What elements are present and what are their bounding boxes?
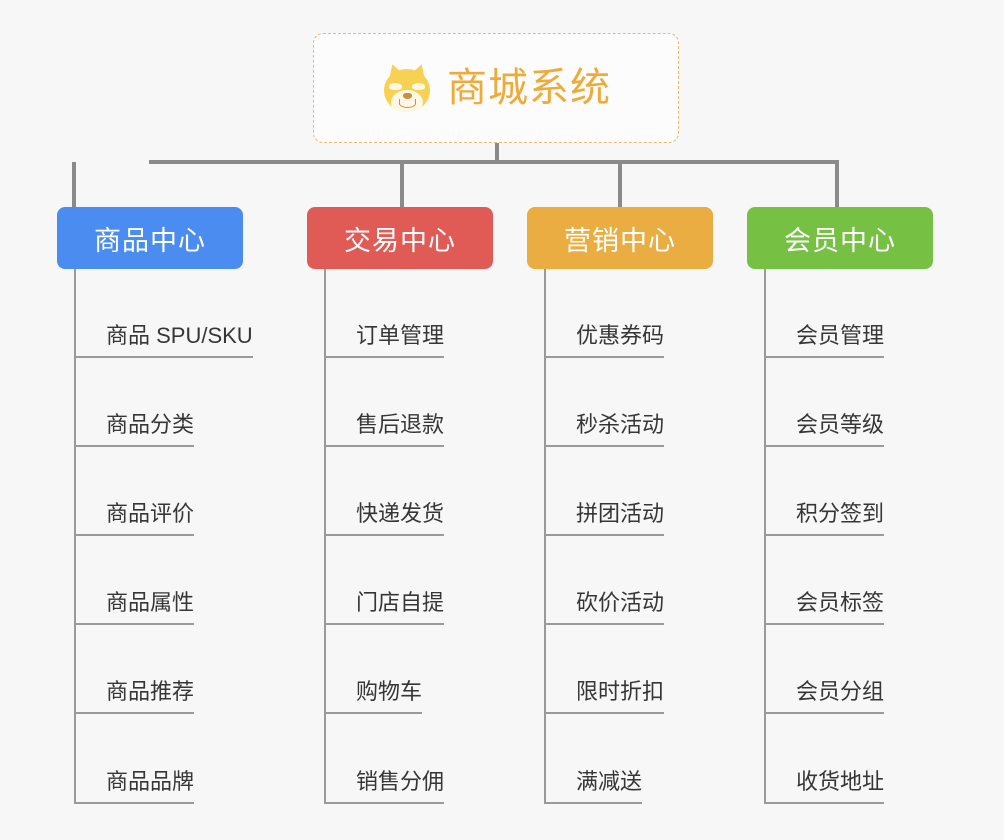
branch-column-product: 商品中心 商品 SPU/SKU 商品分类 商品评价 商品属性 商品推荐 商品品牌: [57, 207, 257, 804]
child-label: 购物车: [326, 681, 423, 714]
connector-drop-branch-3: [618, 162, 622, 207]
branch-children-product: 商品 SPU/SKU 商品分类 商品评价 商品属性 商品推荐 商品品牌: [74, 269, 257, 804]
child-item[interactable]: 商品推荐: [76, 625, 257, 714]
child-item[interactable]: 砍价活动: [546, 536, 727, 625]
child-label: 砍价活动: [546, 592, 665, 625]
root-title: 商城系统: [447, 66, 611, 110]
child-item[interactable]: 会员管理: [766, 269, 947, 358]
child-label: 订单管理: [326, 325, 445, 358]
child-label: 会员分组: [766, 681, 885, 714]
child-label: 门店自提: [326, 592, 445, 625]
connector-horizontal-bus: [149, 160, 839, 164]
child-item[interactable]: 满减送: [546, 714, 727, 804]
child-item[interactable]: 商品品牌: [76, 714, 257, 804]
child-label: 会员等级: [766, 414, 885, 447]
child-item[interactable]: 限时折扣: [546, 625, 727, 714]
shiba-inu-dog-face-icon: [381, 61, 433, 114]
child-item[interactable]: 门店自提: [326, 536, 507, 625]
root-node[interactable]: 商城系统: [313, 33, 679, 143]
child-item[interactable]: 购物车: [326, 625, 507, 714]
child-item[interactable]: 积分签到: [766, 447, 947, 536]
branch-header-marketing[interactable]: 营销中心: [527, 207, 713, 269]
child-item[interactable]: 销售分佣: [326, 714, 507, 804]
branch-header-product[interactable]: 商品中心: [57, 207, 243, 269]
child-item[interactable]: 会员标签: [766, 536, 947, 625]
child-label: 收货地址: [766, 771, 885, 804]
connector-drop-branch-4: [835, 162, 839, 207]
branch-children-marketing: 优惠券码 秒杀活动 拼团活动 砍价活动 限时折扣 满减送: [544, 269, 727, 804]
child-label: 优惠券码: [546, 325, 665, 358]
child-item[interactable]: 订单管理: [326, 269, 507, 358]
child-item[interactable]: 商品 SPU/SKU: [76, 269, 257, 358]
child-label: 销售分佣: [326, 771, 445, 804]
branch-header-label: 商品中心: [94, 225, 206, 256]
child-label: 满减送: [546, 771, 643, 804]
child-label: 售后退款: [326, 414, 445, 447]
child-label: 会员标签: [766, 592, 885, 625]
child-item[interactable]: 会员分组: [766, 625, 947, 714]
child-label: 秒杀活动: [546, 414, 665, 447]
child-label: 商品推荐: [76, 681, 195, 714]
child-item[interactable]: 收货地址: [766, 714, 947, 804]
child-item[interactable]: 快递发货: [326, 447, 507, 536]
child-item[interactable]: 商品评价: [76, 447, 257, 536]
child-label: 积分签到: [766, 503, 885, 536]
child-label: 拼团活动: [546, 503, 665, 536]
child-label: 会员管理: [766, 325, 885, 358]
branch-header-trade[interactable]: 交易中心: [307, 207, 493, 269]
child-item[interactable]: 售后退款: [326, 358, 507, 447]
child-label: 商品品牌: [76, 771, 195, 804]
connector-root-stem: [495, 143, 499, 162]
branch-children-member: 会员管理 会员等级 积分签到 会员标签 会员分组 收货地址: [764, 269, 947, 804]
branch-children-trade: 订单管理 售后退款 快递发货 门店自提 购物车 销售分佣: [324, 269, 507, 804]
child-label: 商品分类: [76, 414, 195, 447]
branch-header-label: 营销中心: [564, 225, 676, 256]
branch-header-label: 会员中心: [784, 225, 896, 256]
connector-drop-branch-1: [72, 162, 76, 207]
branch-column-member: 会员中心 会员管理 会员等级 积分签到 会员标签 会员分组 收货地址: [747, 207, 947, 804]
child-item[interactable]: 商品属性: [76, 536, 257, 625]
child-label: 限时折扣: [546, 681, 665, 714]
branch-column-trade: 交易中心 订单管理 售后退款 快递发货 门店自提 购物车 销售分佣: [307, 207, 507, 804]
child-item[interactable]: 秒杀活动: [546, 358, 727, 447]
branch-header-member[interactable]: 会员中心: [747, 207, 933, 269]
child-label: 商品 SPU/SKU: [76, 325, 253, 358]
child-label: 快递发货: [326, 503, 445, 536]
branch-column-marketing: 营销中心 优惠券码 秒杀活动 拼团活动 砍价活动 限时折扣 满减送: [527, 207, 727, 804]
child-label: 商品评价: [76, 503, 195, 536]
child-item[interactable]: 优惠券码: [546, 269, 727, 358]
child-label: 商品属性: [76, 592, 195, 625]
child-item[interactable]: 拼团活动: [546, 447, 727, 536]
child-item[interactable]: 商品分类: [76, 358, 257, 447]
child-item[interactable]: 会员等级: [766, 358, 947, 447]
branch-header-label: 交易中心: [344, 225, 456, 256]
connector-drop-branch-2: [400, 162, 404, 207]
